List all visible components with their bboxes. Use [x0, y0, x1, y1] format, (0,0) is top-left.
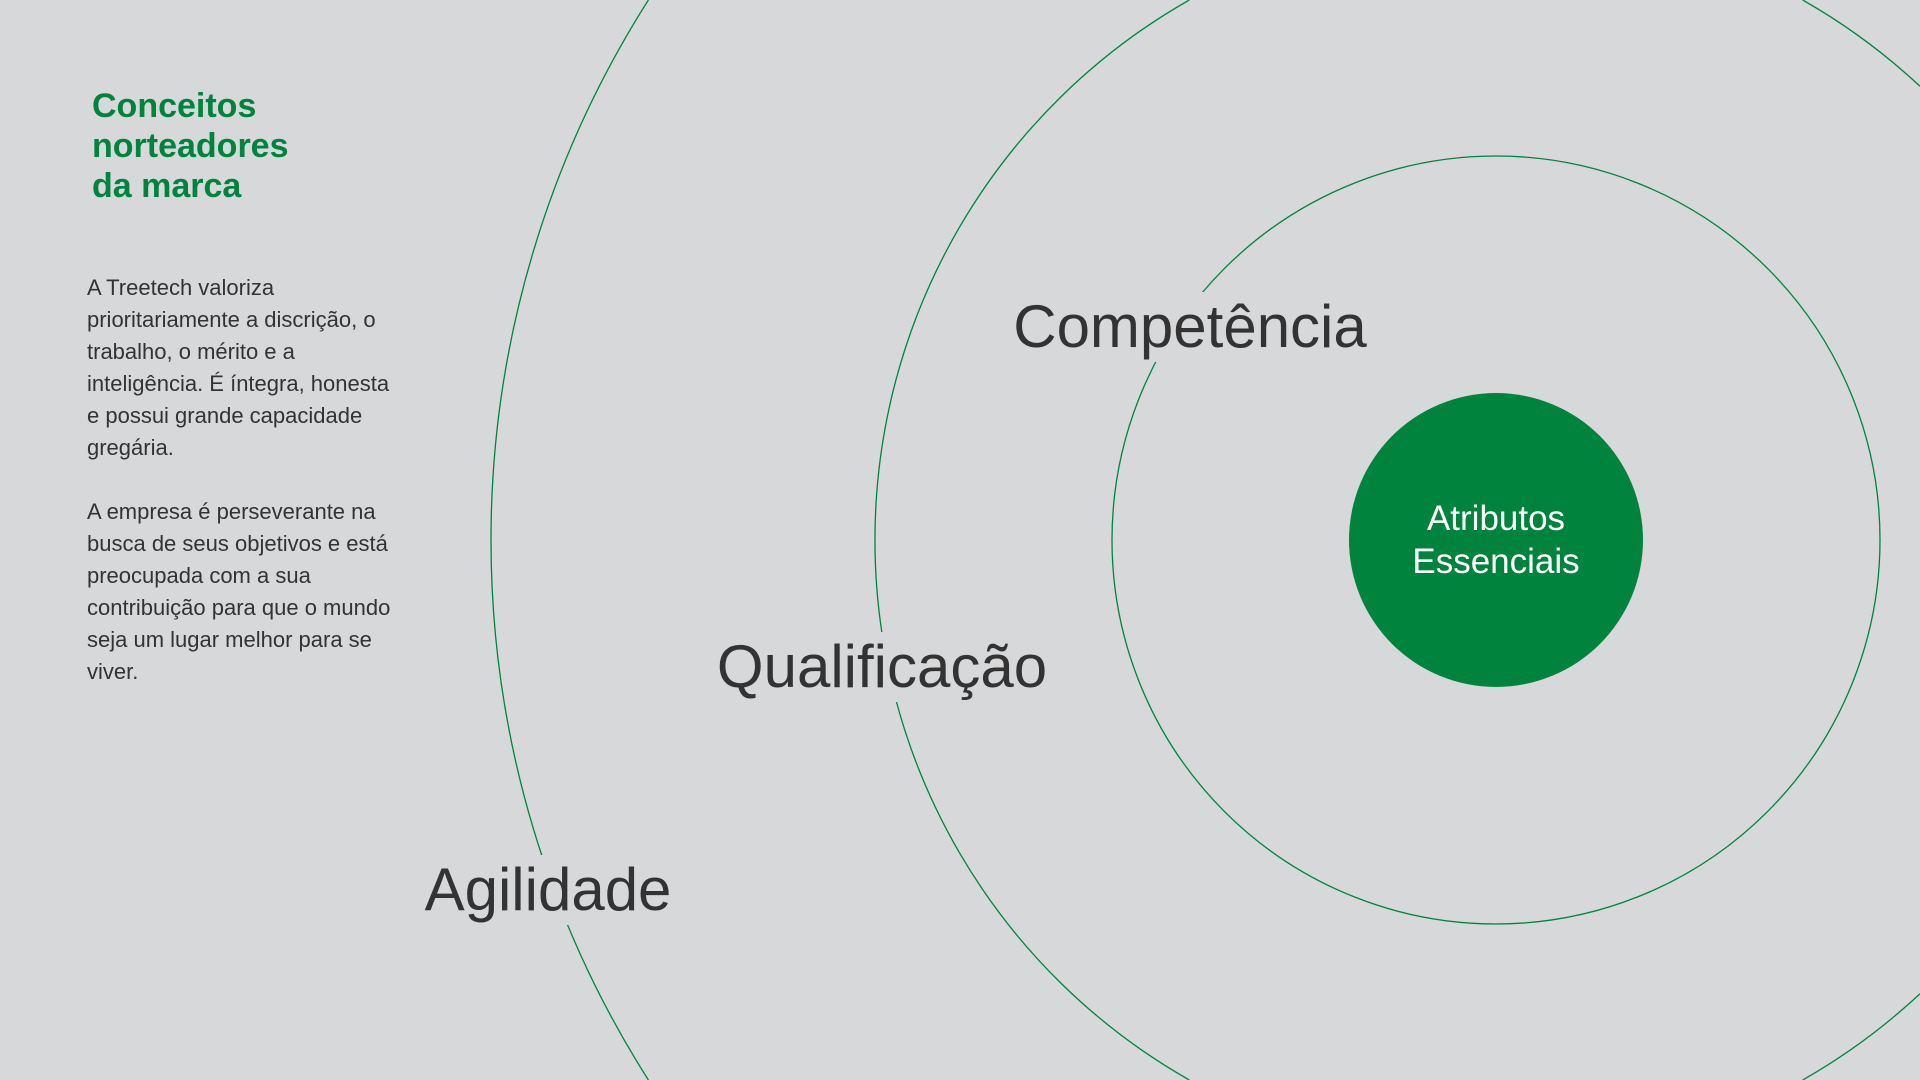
ring-qualificacao-left-arc — [874, 0, 1190, 1080]
label-qualificacao: Qualificação — [708, 632, 1056, 702]
ring-competencia — [1111, 155, 1881, 925]
ring-qualificacao — [874, 0, 1920, 1080]
page-title: Conceitos norteadores da marca — [92, 86, 289, 206]
paragraph: A Treetech valoriza prioritariamente a d… — [87, 275, 390, 460]
label-competencia: Competência — [1005, 292, 1375, 362]
paragraph: A empresa é perseverante na busca de seu… — [87, 499, 391, 684]
core-circle: Atributos Essenciais — [1349, 393, 1643, 687]
ring-qualificacao-bottom-right-arc — [1802, 993, 1920, 1080]
ring-qualificacao-top-right-arc — [1802, 0, 1920, 87]
core-label-line: Essenciais — [1412, 542, 1580, 581]
description: A Treetech valoriza prioritariamente a d… — [87, 272, 397, 720]
core-label-line: Atributos — [1426, 499, 1566, 538]
title-line: da marca — [92, 167, 242, 205]
title-line: norteadores — [92, 127, 289, 165]
label-agilidade: Agilidade — [416, 855, 680, 925]
title-line: Conceitos — [92, 87, 257, 125]
ring-agilidade — [490, 0, 649, 1080]
